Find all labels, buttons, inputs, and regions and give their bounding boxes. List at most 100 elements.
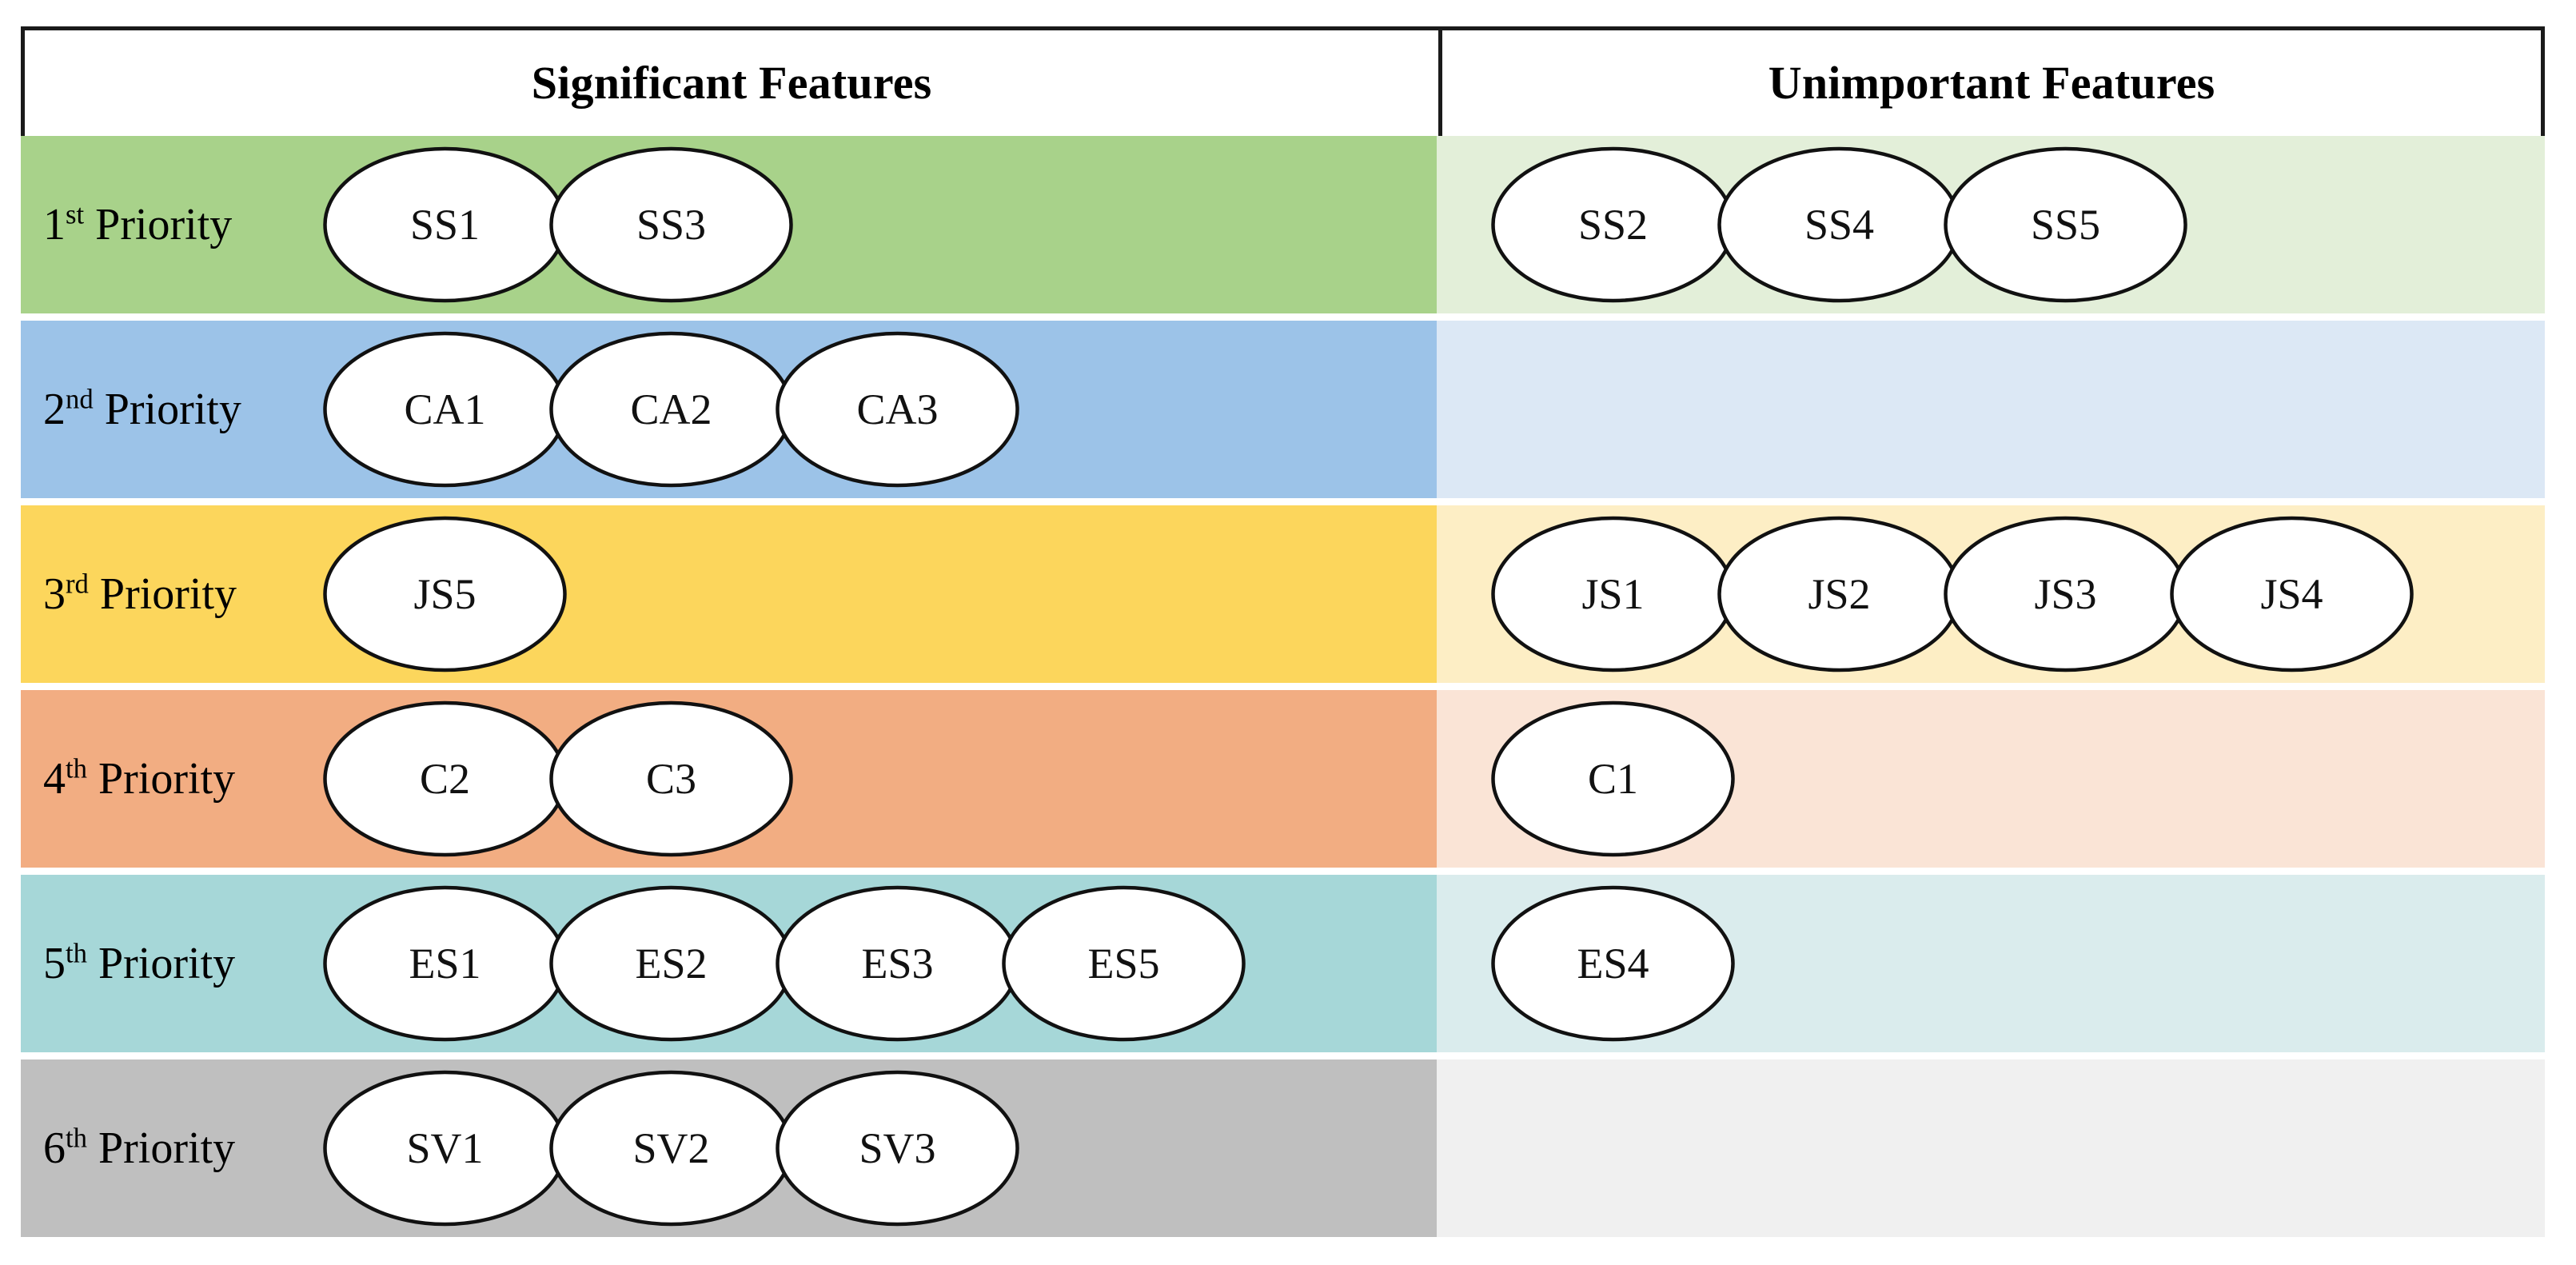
- ellipse-shape: [549, 700, 793, 857]
- ellipse-shape: [1491, 885, 1735, 1042]
- priority-label-tail: Priority: [87, 754, 236, 804]
- header-title-unimportant: Unimportant Features: [1768, 57, 2215, 109]
- priority-ordinal: 6: [43, 1123, 66, 1173]
- priority-row: 1st Priority SS1 SS3 SS2 SS4 SS5: [21, 136, 2545, 313]
- feature-node[interactable]: SS1: [323, 146, 567, 303]
- priority-row: 4th Priority C2 C3 C1: [21, 690, 2545, 868]
- priority-ordinal-suffix: th: [66, 937, 88, 969]
- unimportant-node-group: SS2 SS4 SS5: [1491, 146, 2187, 303]
- feature-node[interactable]: SV3: [776, 1070, 1019, 1227]
- feature-node[interactable]: JS2: [1717, 516, 1961, 672]
- feature-node-label: JS4: [2260, 570, 2323, 618]
- feature-node[interactable]: ES3: [776, 885, 1019, 1042]
- feature-node-label: SS4: [1804, 201, 1875, 249]
- feature-node[interactable]: CA3: [776, 331, 1019, 488]
- feature-node[interactable]: ES4: [1491, 885, 1735, 1042]
- priority-label-tail: Priority: [87, 939, 236, 988]
- priority-ordinal: 5: [43, 939, 66, 988]
- significant-node-group: ES1 ES2 ES3 ES5: [323, 885, 1246, 1042]
- priority-label: 4th Priority: [43, 754, 236, 804]
- ellipse-shape: [2170, 516, 2414, 672]
- feature-node-label: JS2: [1808, 570, 1871, 618]
- unimportant-cell: SS2 SS4 SS5: [1437, 136, 2545, 313]
- header-cell-significant: Significant Features: [25, 30, 1438, 136]
- priority-row: 3rd Priority JS5 JS1 JS2 JS3 JS4: [21, 505, 2545, 683]
- significant-cell: 1st Priority SS1 SS3: [21, 136, 1437, 313]
- feature-node-label: ES5: [1087, 940, 1160, 988]
- significant-node-group: C2 C3: [323, 700, 793, 857]
- feature-node-label: ES4: [1577, 940, 1649, 988]
- significant-cell: 5th Priority ES1 ES2 ES3 ES5: [21, 875, 1437, 1052]
- ellipse-shape: [776, 331, 1019, 488]
- priority-ordinal: 2: [43, 385, 66, 434]
- unimportant-cell: JS1 JS2 JS3 JS4: [1437, 505, 2545, 683]
- priority-label-tail: Priority: [87, 1123, 236, 1173]
- feature-node[interactable]: SV1: [323, 1070, 567, 1227]
- feature-node[interactable]: JS3: [1944, 516, 2187, 672]
- ellipse-shape: [1491, 700, 1735, 857]
- feature-node-label: SS5: [2030, 201, 2101, 249]
- priority-label: 5th Priority: [43, 939, 236, 988]
- unimportant-node-group: JS1 JS2 JS3 JS4: [1491, 516, 2414, 672]
- feature-node-label: JS3: [2034, 570, 2097, 618]
- feature-node[interactable]: SS5: [1944, 146, 2187, 303]
- feature-node-label: CA2: [630, 385, 712, 433]
- feature-node-label: JS5: [413, 570, 477, 618]
- feature-node-label: CA3: [856, 385, 939, 433]
- significant-cell: 4th Priority C2 C3: [21, 690, 1437, 868]
- ellipse-shape: [1002, 885, 1246, 1042]
- feature-node[interactable]: C3: [549, 700, 793, 857]
- priority-ordinal: 4: [43, 754, 66, 804]
- feature-node-label: C2: [419, 755, 471, 803]
- feature-node[interactable]: JS1: [1491, 516, 1735, 672]
- feature-node[interactable]: ES2: [549, 885, 793, 1042]
- priority-label: 2nd Priority: [43, 385, 241, 434]
- priority-ordinal-suffix: rd: [66, 568, 89, 600]
- unimportant-node-group: C1: [1491, 700, 1735, 857]
- feature-node[interactable]: JS5: [323, 516, 567, 672]
- feature-node-label: C1: [1587, 755, 1639, 803]
- feature-node-label: SS2: [1577, 201, 1649, 249]
- unimportant-cell: C1: [1437, 690, 2545, 868]
- priority-ordinal: 3: [43, 569, 66, 619]
- feature-node[interactable]: JS4: [2170, 516, 2414, 672]
- feature-node[interactable]: C1: [1491, 700, 1735, 857]
- feature-node[interactable]: SV2: [549, 1070, 793, 1227]
- feature-node-label: C3: [645, 755, 697, 803]
- feature-node-label: CA1: [404, 385, 486, 433]
- significant-node-group: SS1 SS3: [323, 146, 793, 303]
- feature-node[interactable]: CA1: [323, 331, 567, 488]
- priority-label-tail: Priority: [84, 200, 233, 249]
- feature-priority-matrix: Significant Features Unimportant Feature…: [21, 26, 2545, 1243]
- feature-node-label: ES3: [861, 940, 934, 988]
- unimportant-cell: [1437, 321, 2545, 498]
- table-header: Significant Features Unimportant Feature…: [21, 26, 2545, 136]
- significant-node-group: JS5: [323, 516, 567, 672]
- feature-node[interactable]: SS4: [1717, 146, 1961, 303]
- priority-ordinal: 1: [43, 200, 66, 249]
- feature-node[interactable]: SS2: [1491, 146, 1735, 303]
- priority-ordinal-suffix: st: [66, 198, 85, 230]
- priority-row: 2nd Priority CA1 CA2 CA3: [21, 321, 2545, 498]
- priority-row: 5th Priority ES1 ES2 ES3 ES5 ES4: [21, 875, 2545, 1052]
- priority-ordinal-suffix: th: [66, 1122, 88, 1154]
- feature-node[interactable]: CA2: [549, 331, 793, 488]
- unimportant-cell: ES4: [1437, 875, 2545, 1052]
- ellipse-shape: [776, 1070, 1019, 1227]
- ellipse-shape: [1944, 146, 2187, 303]
- feature-node-label: SS1: [409, 201, 481, 249]
- priority-label: 6th Priority: [43, 1123, 236, 1173]
- significant-cell: 3rd Priority JS5: [21, 505, 1437, 683]
- feature-node[interactable]: ES1: [323, 885, 567, 1042]
- feature-node[interactable]: ES5: [1002, 885, 1246, 1042]
- feature-node-label: ES2: [635, 940, 708, 988]
- unimportant-cell: [1437, 1059, 2545, 1237]
- priority-ordinal-suffix: nd: [66, 383, 94, 415]
- feature-node[interactable]: C2: [323, 700, 567, 857]
- ellipse-shape: [323, 516, 567, 672]
- feature-node[interactable]: SS3: [549, 146, 793, 303]
- priority-label: 3rd Priority: [43, 569, 237, 619]
- priority-label-tail: Priority: [93, 385, 241, 434]
